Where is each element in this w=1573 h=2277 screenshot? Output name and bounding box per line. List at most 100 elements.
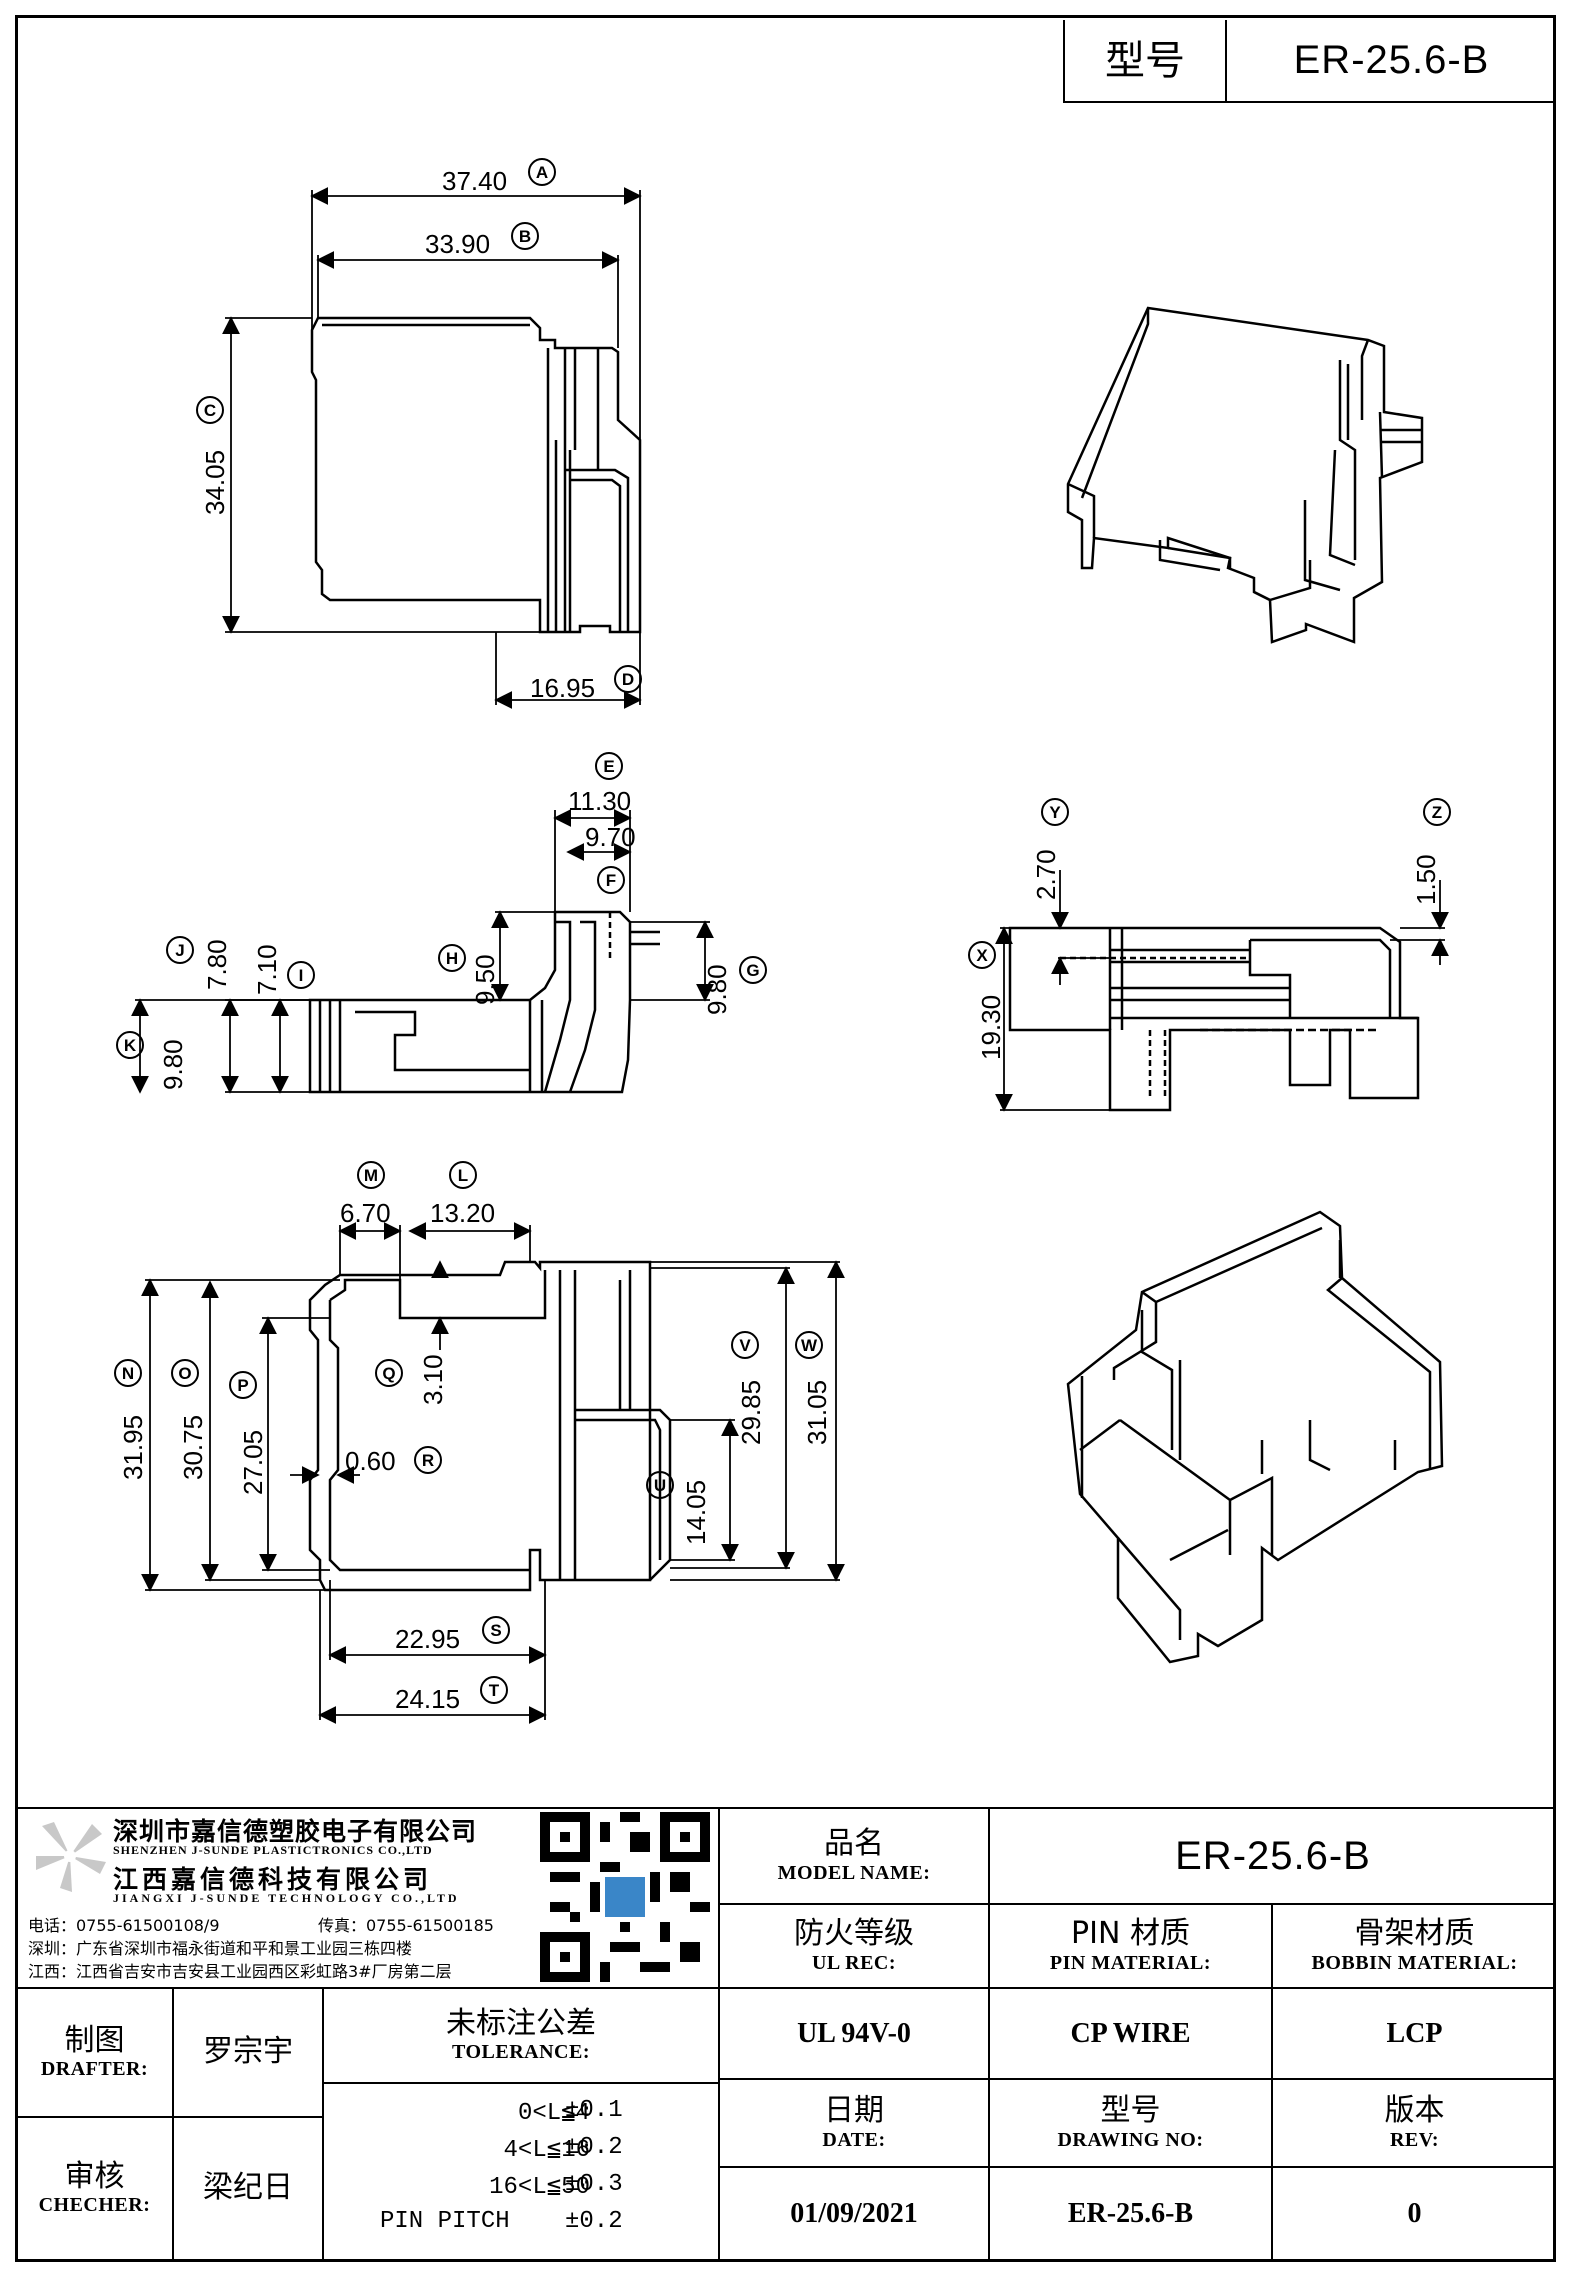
pin-en: PIN MATERIAL: <box>1049 1951 1212 1974</box>
svg-text:N: N <box>122 1364 134 1383</box>
company-logo <box>32 1818 108 1894</box>
company-address-jx: 江西：江西省吉安市吉安县工业园西区彩虹路3#厂房第二层 <box>28 1962 452 1981</box>
dim-q: 3.10 <box>418 1354 448 1405</box>
dim-w: 31.05 <box>802 1380 832 1445</box>
dim-x: 19.30 <box>976 995 1006 1060</box>
drafter-value: 罗宗宇 <box>174 1989 324 2118</box>
ul-header: 防火等级 UL REC: <box>720 1905 990 1987</box>
title-block-top-line <box>15 1807 1556 1809</box>
drawing-en: DRAWING NO: <box>1057 2128 1204 2151</box>
tolerance-header: 未标注公差 TOLERANCE: <box>324 1989 718 2084</box>
ul-en: UL REC: <box>811 1951 897 1974</box>
svg-text:E: E <box>603 757 614 776</box>
header-type-label: 型号 <box>1065 20 1227 101</box>
tolerance-value-3: ±0.2 <box>565 2208 623 2235</box>
dim-h: 9.50 <box>470 954 500 1005</box>
drawing-cn: 型号 <box>1100 2093 1161 2129</box>
dim-z: 1.50 <box>1411 854 1441 905</box>
qr-code <box>540 1812 710 1982</box>
dim-i: 7.10 <box>252 944 282 995</box>
pin-value: CP WIRE <box>990 1989 1273 2080</box>
tolerance-cn: 未标注公差 <box>446 2005 596 2041</box>
isometric-view-top <box>1066 306 1424 644</box>
front-view <box>308 910 660 1094</box>
checker-en: CHECHER: <box>38 2194 151 2217</box>
svg-text:B: B <box>519 227 531 246</box>
dim-s: 22.95 <box>395 1624 460 1654</box>
svg-text:S: S <box>490 1621 501 1640</box>
tolerance-range-2: 16<L≦50 <box>489 2174 590 2201</box>
svg-text:X: X <box>976 946 988 965</box>
dim-t: 24.15 <box>395 1684 460 1714</box>
dim-c: 34.05 <box>200 450 230 515</box>
tolerance-value-0: ±0.1 <box>565 2097 623 2124</box>
svg-text:M: M <box>364 1166 378 1185</box>
drafter-cn: 制图 <box>64 2022 125 2058</box>
rev-value: 0 <box>1407 2197 1422 2229</box>
svg-text:C: C <box>204 401 216 420</box>
svg-text:T: T <box>489 1681 500 1700</box>
bobbin-en: BOBBIN MATERIAL: <box>1311 1951 1518 1974</box>
side-view <box>1008 926 1420 1112</box>
dim-b: 33.90 <box>425 229 490 259</box>
checker-cn: 审核 <box>64 2158 125 2194</box>
company-address-sz: 深圳：广东省深圳市福永街道和平和景工业园三栋四楼 <box>28 1939 413 1958</box>
svg-text:L: L <box>458 1166 468 1185</box>
date-cn: 日期 <box>824 2093 884 2129</box>
tolerance-value-2: ±0.3 <box>565 2171 623 2198</box>
company-name-en-1: SHENZHEN J-SUNDE PLASTICTRONICS CO.,LTD <box>113 1843 433 1857</box>
qr-code-icon <box>540 1812 710 1982</box>
model-name-en: MODEL NAME: <box>777 1861 931 1884</box>
date-en: DATE: <box>822 2128 886 2151</box>
dim-f: 9.70 <box>585 822 636 852</box>
dim-v: 29.85 <box>736 1380 766 1445</box>
drawing-header: 型号 DRAWING NO: <box>990 2080 1273 2168</box>
tolerance-range-3: PIN PITCH <box>380 2208 510 2235</box>
company-name-cn-1: 深圳市嘉信德塑胶电子有限公司 <box>113 1817 478 1846</box>
company-name-cn-2: 江西嘉信德科技有限公司 <box>113 1865 433 1894</box>
dim-y: 2.70 <box>1031 849 1061 900</box>
svg-text:P: P <box>237 1376 248 1395</box>
header-type-value: ER-25.6-B <box>1293 38 1490 82</box>
ul-cn: 防火等级 <box>794 1916 914 1952</box>
drawing-sheet <box>15 15 1556 2262</box>
model-name-cn: 品名 <box>824 1826 884 1862</box>
isometric-view-bottom <box>1066 1210 1444 1664</box>
bobbin-value: LCP <box>1273 1989 1556 2080</box>
dim-d: 16.95 <box>530 673 595 703</box>
company-fax: 传真：0755-61500185 <box>318 1916 494 1935</box>
svg-text:V: V <box>739 1336 751 1355</box>
bottom-view <box>308 1260 672 1592</box>
dim-n: 31.95 <box>118 1415 148 1480</box>
svg-text:I: I <box>299 966 304 985</box>
svg-text:Y: Y <box>1049 803 1061 822</box>
bobbin-header: 骨架材质 BOBBIN MATERIAL: <box>1273 1905 1556 1987</box>
company-name-en-2: JIANGXI J-SUNDE TECHNOLOGY CO.,LTD <box>113 1891 460 1905</box>
pin-header: PIN 材质 PIN MATERIAL: <box>990 1905 1273 1987</box>
rev-cn: 版本 <box>1384 2093 1445 2129</box>
tolerance-value-1: ±0.2 <box>565 2134 623 2161</box>
tolerance-en: TOLERANCE: <box>452 2041 590 2064</box>
divider <box>15 1987 1556 1989</box>
svg-text:J: J <box>175 941 184 960</box>
date-header: 日期 DATE: <box>720 2080 990 2168</box>
divider <box>718 1807 720 1987</box>
dim-a: 37.40 <box>442 166 507 196</box>
drafter-header: 制图 DRAFTER: <box>17 1989 174 2118</box>
rev-en: REV: <box>1389 2128 1440 2151</box>
svg-text:R: R <box>422 1451 434 1470</box>
dim-j: 7.80 <box>202 939 232 990</box>
svg-text:F: F <box>606 871 616 890</box>
divider <box>718 1987 720 2262</box>
svg-text:U: U <box>654 1476 666 1495</box>
dim-o: 30.75 <box>178 1415 208 1480</box>
dim-l: 13.20 <box>430 1198 495 1228</box>
dim-m: 6.70 <box>340 1198 391 1228</box>
checker-value: 梁纪日 <box>174 2118 324 2259</box>
dim-e: 11.30 <box>568 786 631 816</box>
tolerance-range-0: 0<L≦4 <box>517 2100 590 2127</box>
drawing-value: ER-25.6-B <box>990 2168 1273 2259</box>
dim-u: 14.05 <box>681 1480 711 1545</box>
date-value: 01/09/2021 <box>720 2168 990 2259</box>
